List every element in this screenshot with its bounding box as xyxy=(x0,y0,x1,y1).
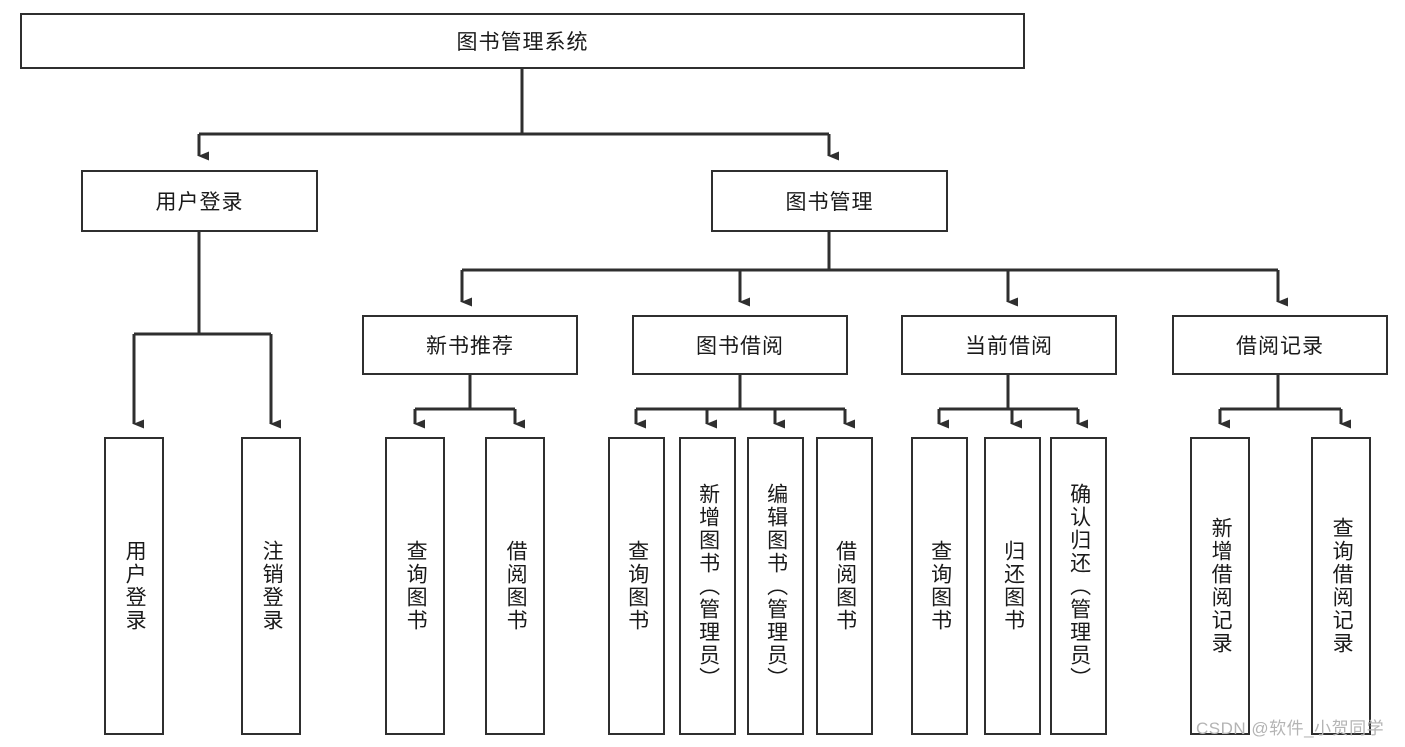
node-root[interactable]: 图书管理系统 xyxy=(20,13,1025,69)
node-leaf-current-query[interactable]: 查询图书 xyxy=(911,437,968,735)
node-leaf-current-return-label: 归还图书 xyxy=(1001,540,1025,632)
node-leaf-recommend-borrow[interactable]: 借阅图书 xyxy=(485,437,545,735)
node-leaf-current-confirm-label: 确认归还（管理员） xyxy=(1067,482,1091,690)
node-leaf-current-query-label: 查询图书 xyxy=(928,540,952,632)
node-book-manage[interactable]: 图书管理 xyxy=(711,170,948,232)
node-leaf-record-add-label: 新增借阅记录 xyxy=(1209,517,1233,655)
node-root-label: 图书管理系统 xyxy=(456,31,589,54)
node-user-login-label: 用户登录 xyxy=(155,191,244,214)
node-leaf-borrow-add-label: 新增图书（管理员） xyxy=(696,482,720,690)
node-current-borrow[interactable]: 当前借阅 xyxy=(901,315,1117,375)
node-new-book-recommend-label: 新书推荐 xyxy=(426,335,514,358)
node-leaf-recommend-query[interactable]: 查询图书 xyxy=(385,437,445,735)
node-leaf-borrow-do[interactable]: 借阅图书 xyxy=(816,437,873,735)
node-leaf-borrow-edit-label: 编辑图书（管理员） xyxy=(764,482,788,690)
node-book-borrow[interactable]: 图书借阅 xyxy=(632,315,848,375)
node-leaf-recommend-query-label: 查询图书 xyxy=(404,540,428,632)
node-leaf-record-query[interactable]: 查询借阅记录 xyxy=(1311,437,1371,735)
node-leaf-user-logout-label: 注销登录 xyxy=(260,540,284,632)
node-leaf-recommend-borrow-label: 借阅图书 xyxy=(504,540,528,632)
csdn-watermark: CSDN @软件_小贺同学 xyxy=(1196,719,1385,738)
node-book-manage-label: 图书管理 xyxy=(785,191,874,214)
node-borrow-record[interactable]: 借阅记录 xyxy=(1172,315,1388,375)
node-leaf-borrow-edit[interactable]: 编辑图书（管理员） xyxy=(747,437,804,735)
node-leaf-user-login[interactable]: 用户登录 xyxy=(104,437,164,735)
node-leaf-borrow-query[interactable]: 查询图书 xyxy=(608,437,665,735)
node-leaf-user-logout[interactable]: 注销登录 xyxy=(241,437,301,735)
node-leaf-borrow-do-label: 借阅图书 xyxy=(833,540,857,632)
node-current-borrow-label: 当前借阅 xyxy=(965,335,1053,358)
node-borrow-record-label: 借阅记录 xyxy=(1236,335,1324,358)
node-book-borrow-label: 图书借阅 xyxy=(696,335,784,358)
node-new-book-recommend[interactable]: 新书推荐 xyxy=(362,315,578,375)
node-leaf-user-login-label: 用户登录 xyxy=(123,540,147,632)
node-leaf-current-confirm[interactable]: 确认归还（管理员） xyxy=(1050,437,1107,735)
node-user-login[interactable]: 用户登录 xyxy=(81,170,318,232)
node-leaf-record-query-label: 查询借阅记录 xyxy=(1330,517,1354,655)
node-leaf-borrow-query-label: 查询图书 xyxy=(625,540,649,632)
node-leaf-record-add[interactable]: 新增借阅记录 xyxy=(1190,437,1250,735)
node-leaf-current-return[interactable]: 归还图书 xyxy=(984,437,1041,735)
node-leaf-borrow-add[interactable]: 新增图书（管理员） xyxy=(679,437,736,735)
